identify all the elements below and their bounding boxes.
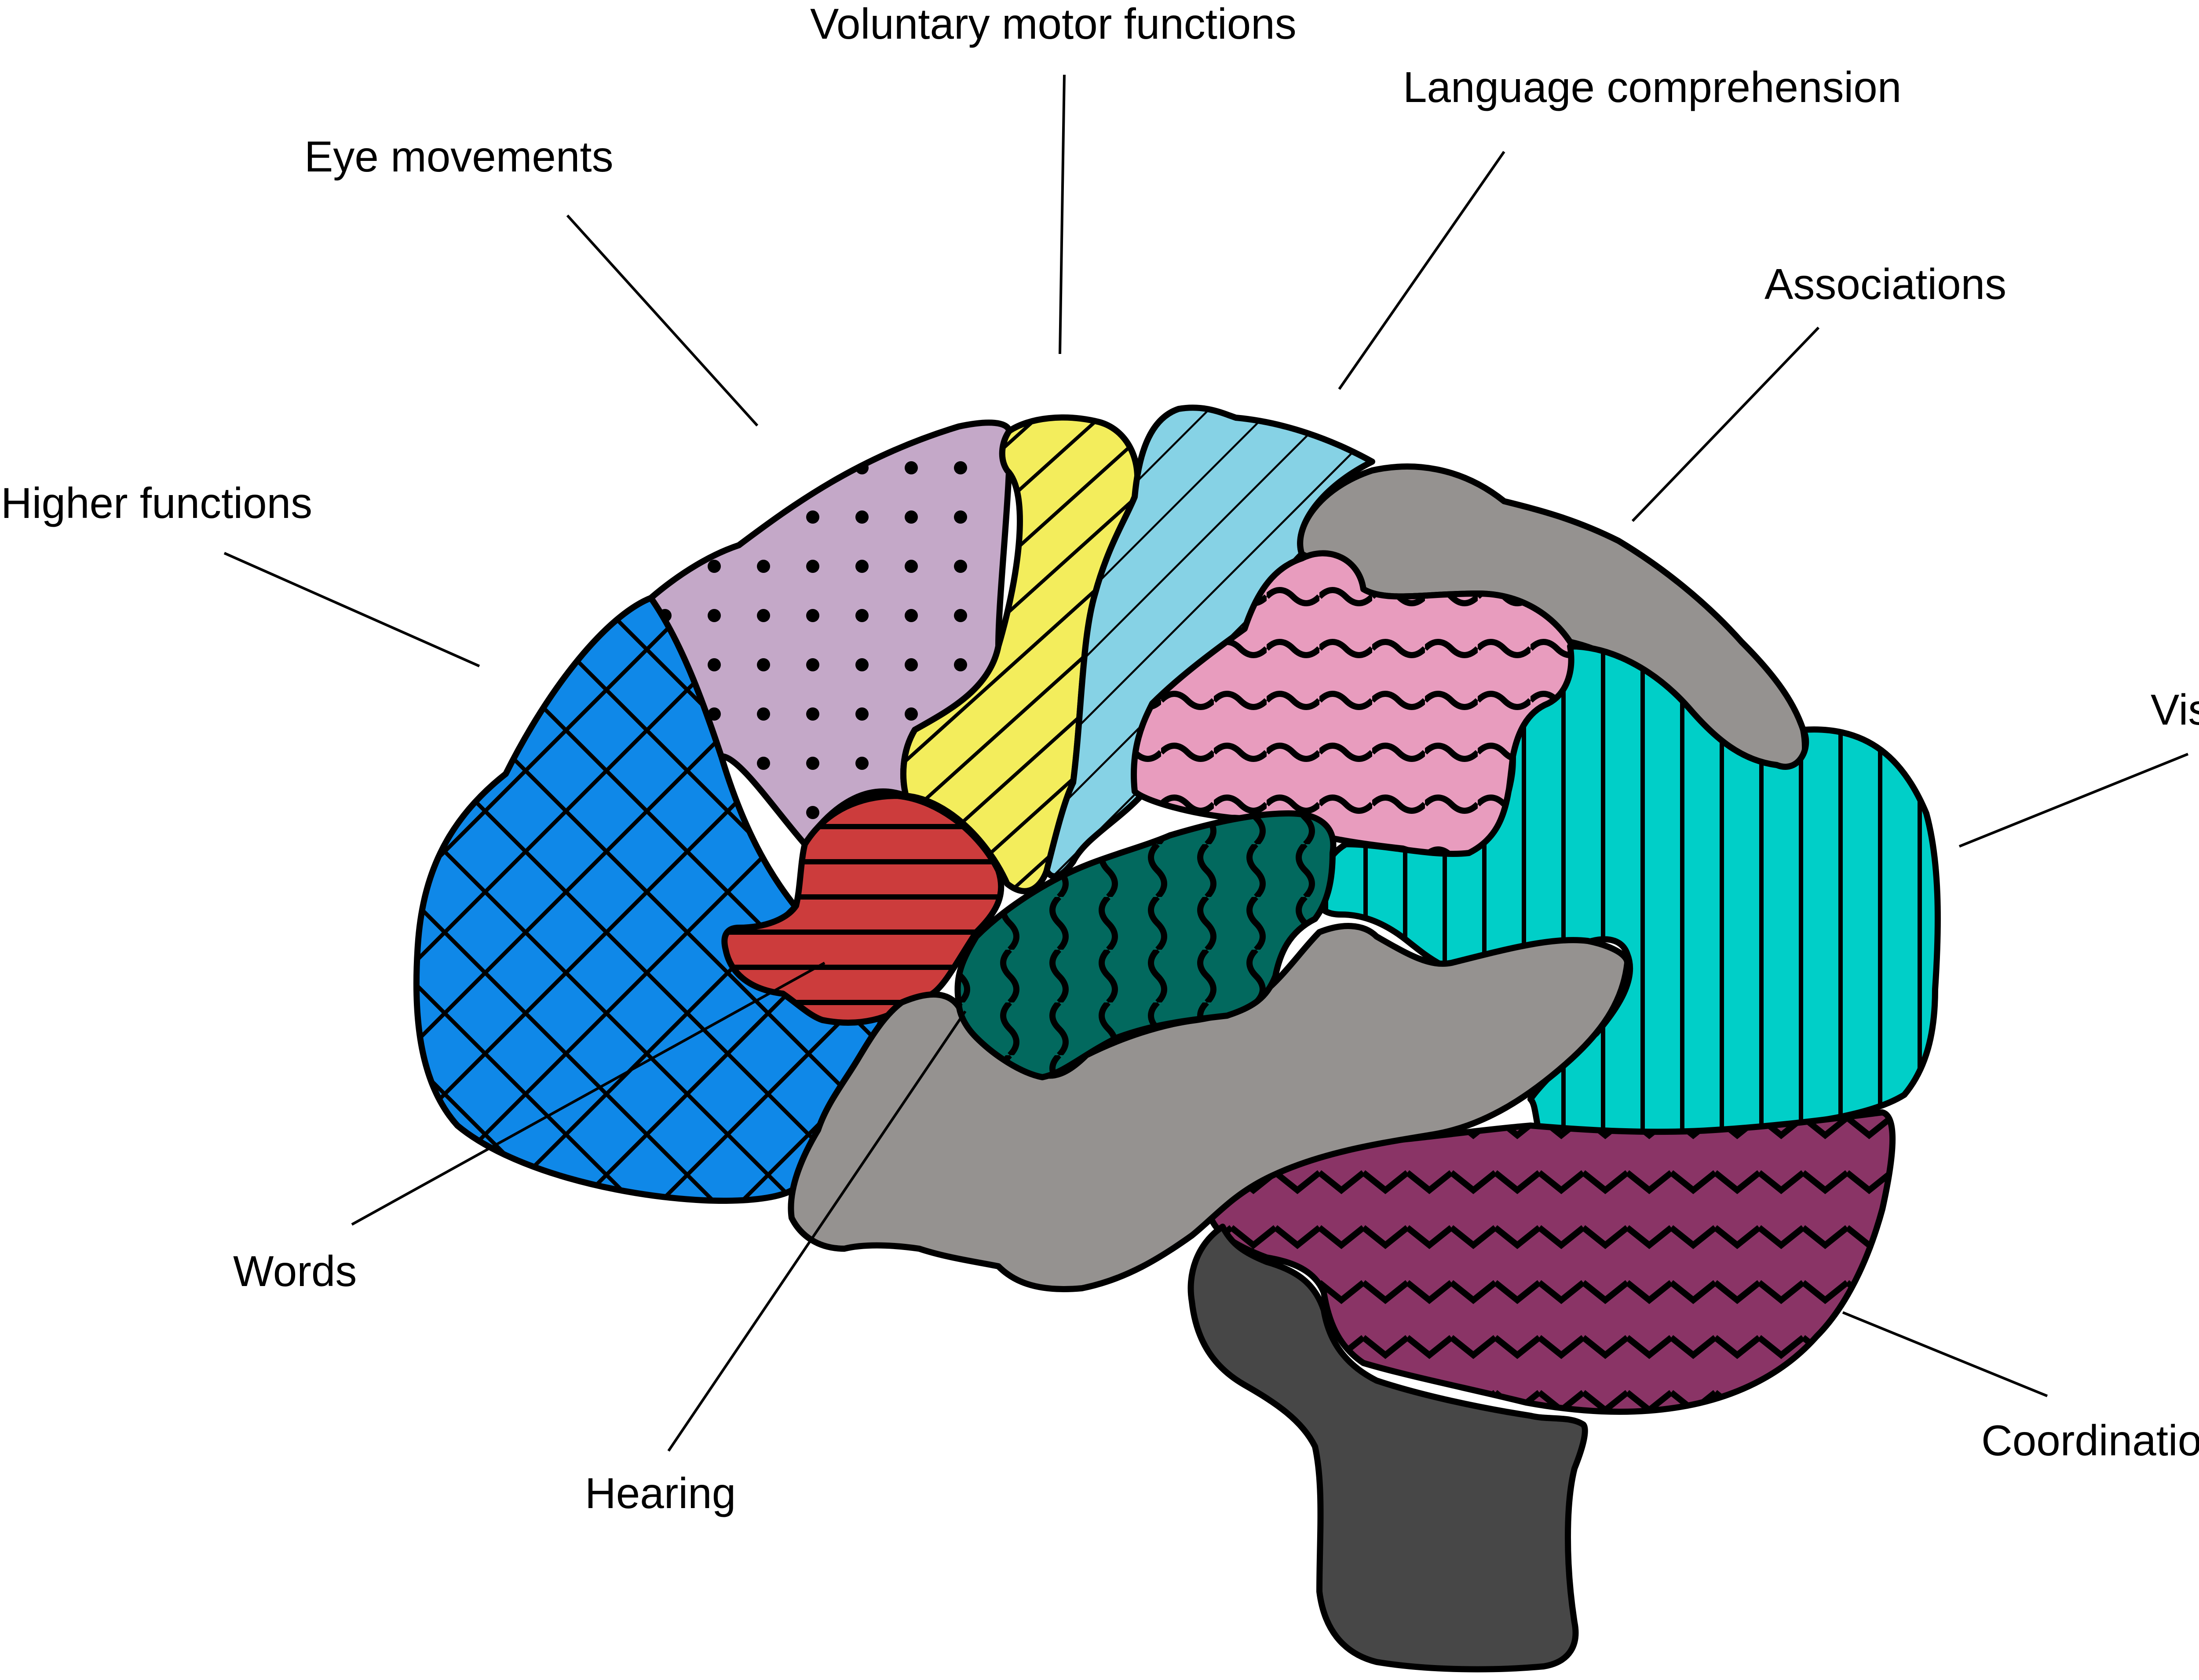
leader-language (1338, 151, 1505, 390)
leader-hearing (667, 1010, 967, 1452)
higher-functions-region (413, 595, 887, 1204)
leader-associations (1631, 326, 1820, 522)
label-coordination: Coordination (1981, 1416, 2199, 1465)
leader-words (351, 962, 826, 1226)
label-associations: Associations (1764, 260, 2006, 308)
hearing-region (954, 810, 1337, 1080)
label-vision: Vision (2151, 685, 2199, 734)
leader-coordination (1842, 1311, 2048, 1397)
label-hearing: Hearing (585, 1469, 736, 1517)
label-language: Language comprehension (1403, 63, 1901, 111)
label-words: Words (233, 1247, 357, 1295)
coordination-region (1206, 1109, 1896, 1415)
leader-voluntary-motor (1059, 74, 1066, 354)
leader-higher-functions (223, 552, 480, 667)
label-eye-movements: Eye movements (304, 132, 614, 181)
leader-vision (1958, 753, 2189, 848)
label-higher-functions: Higher functions (1, 479, 312, 527)
label-voluntary-motor: Voluntary motor functions (810, 0, 1297, 48)
leader-eye-movements (566, 214, 759, 427)
brainstem-region (1187, 1224, 1588, 1673)
